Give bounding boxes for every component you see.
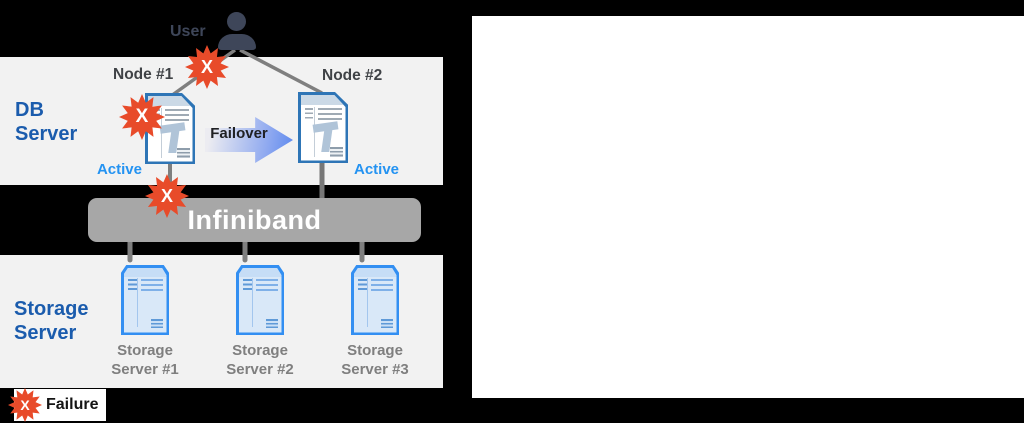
storage-server1-label: Storage Server #1: [90, 341, 200, 379]
storage-server3-icon: [351, 265, 399, 335]
storage-mini-table: [150, 318, 163, 328]
storage-text-lines: [140, 278, 163, 292]
storage-icon-face: [353, 267, 397, 333]
doc-text-lines: [164, 108, 189, 122]
db-section-title: DB Server: [15, 98, 77, 146]
failover-label: Failover: [210, 125, 268, 142]
storage-mini-table: [265, 318, 278, 328]
doc-topband: [147, 95, 193, 106]
legend-failure-label: Failure: [46, 396, 99, 413]
user-icon-body: [218, 34, 256, 50]
storage-divider: [366, 277, 369, 327]
storage-title-line2: Server: [14, 322, 77, 344]
storage-topband: [353, 267, 397, 277]
storage-server3-label-line1: Storage: [347, 342, 403, 359]
storage-divider: [136, 277, 139, 327]
storage-server2-label: Storage Server #2: [205, 341, 315, 379]
storage-server2-label-line1: Storage: [232, 342, 288, 359]
doc-mini-lines: [304, 107, 313, 119]
doc-text-lines: [317, 107, 342, 121]
storage-text-lines: [370, 278, 393, 292]
storage-divider: [251, 277, 254, 327]
storage-server1-label-line2: Server #1: [111, 361, 179, 378]
db-node1-icon-face: [147, 95, 193, 162]
storage-mini-lines: [242, 278, 252, 291]
storage-section-title: Storage Server: [14, 297, 88, 345]
node2-label: Node #2: [322, 67, 383, 84]
failure-x-glyph: X: [20, 397, 30, 413]
storage-server3-label-line2: Server #3: [341, 361, 409, 378]
doc-mini-table: [176, 147, 190, 158]
db-title-line2: Server: [15, 123, 78, 145]
failure-x-glyph: X: [200, 56, 213, 77]
infiniband-bus: Infiniband: [88, 198, 421, 242]
failure-x-glyph: X: [135, 106, 149, 127]
doc-mini-table: [329, 146, 343, 157]
storage-topband: [123, 267, 167, 277]
doc-topband: [300, 94, 346, 105]
node1-active-status: Active: [96, 161, 142, 178]
storage-icon-face: [123, 267, 167, 333]
storage-topband: [238, 267, 282, 277]
db-node2-icon: [298, 92, 348, 163]
storage-server1-icon: [121, 265, 169, 335]
storage-text-lines: [255, 278, 278, 292]
storage-server2-icon: [236, 265, 284, 335]
db-title-line1: DB: [15, 99, 44, 121]
storage-server3-label: Storage Server #3: [320, 341, 430, 379]
storage-title-line1: Storage: [14, 298, 89, 320]
node2-active-status: Active: [354, 161, 400, 178]
storage-server1-label-line1: Storage: [117, 342, 173, 359]
storage-icon-face: [238, 267, 282, 333]
failure-x-glyph: X: [160, 185, 173, 206]
storage-server2-label-line2: Server #2: [226, 361, 294, 378]
infiniband-label: Infiniband: [187, 204, 322, 235]
db-node2-icon-face: [300, 94, 346, 161]
user-label: User: [170, 23, 206, 40]
node1-label: Node #1: [113, 66, 174, 83]
storage-mini-lines: [357, 278, 367, 291]
blank-right-panel: [472, 16, 1024, 398]
storage-mini-table: [380, 318, 393, 328]
storage-mini-lines: [127, 278, 137, 291]
user-icon: [227, 12, 246, 31]
